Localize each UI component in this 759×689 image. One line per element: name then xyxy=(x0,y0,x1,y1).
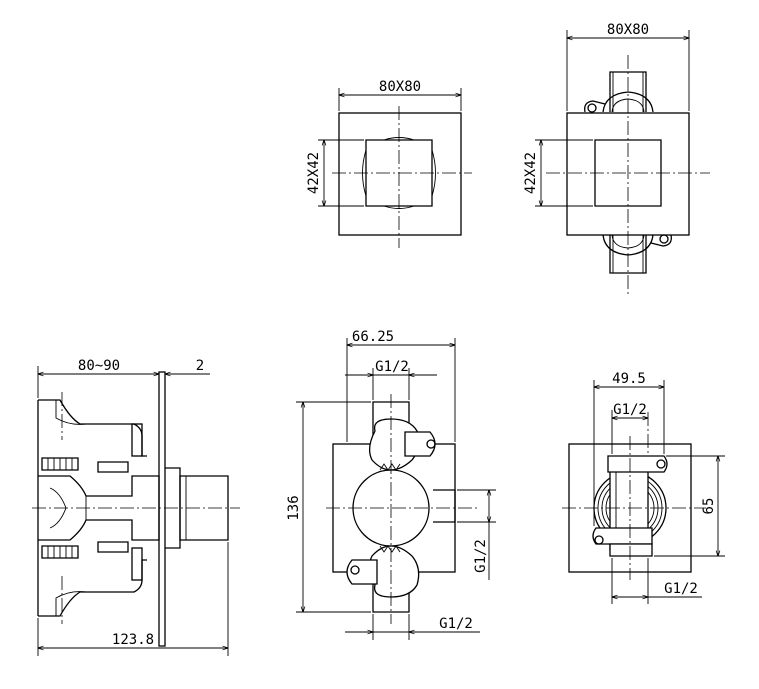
upper-fitting-thread xyxy=(47,458,73,470)
knob-shadow-bottom xyxy=(383,205,415,209)
mount-hole xyxy=(594,535,604,545)
port-top-label: G1/2 xyxy=(375,359,409,375)
dim-total-label: 123.8 xyxy=(112,632,154,648)
valve-body-lower xyxy=(38,559,147,617)
thread-lower xyxy=(379,545,401,553)
thread-upper xyxy=(379,463,401,471)
dim-width-label: 80X80 xyxy=(607,22,649,38)
dim-height-label: 136 xyxy=(286,495,302,520)
top-right-view: 80X80 42X42 xyxy=(523,22,710,295)
lower-port xyxy=(55,591,87,616)
port-bottom-label: G1/2 xyxy=(439,616,473,632)
dim-height-label: 42X42 xyxy=(306,152,322,194)
port-bottom-label: G1/2 xyxy=(664,581,698,597)
mount-hole xyxy=(656,459,666,469)
dim-width-label: 66.25 xyxy=(352,329,394,345)
valve-body-upper xyxy=(38,399,147,457)
mount-hole xyxy=(426,439,436,449)
side-port xyxy=(433,489,456,523)
front-view: 66.25 G1/2 136 G1/2 G1/2 xyxy=(286,329,496,640)
dim-plate-label: 2 xyxy=(196,358,204,374)
upper-fitting-2 xyxy=(97,461,129,473)
upper-lug xyxy=(404,431,436,457)
port-side-label: G1/2 xyxy=(473,539,489,573)
lower-fitting-2 xyxy=(97,541,129,553)
rear-view: 49.5 G1/2 65 G1/2 xyxy=(562,371,725,604)
dim-width-label: 49.5 xyxy=(612,371,646,387)
upper-port xyxy=(55,400,87,425)
dim-height-label: 65 xyxy=(701,498,717,515)
valve-top-body xyxy=(602,91,654,113)
dim-depth-label: 80~90 xyxy=(78,358,120,374)
mount-hole xyxy=(350,565,360,575)
mount-lug xyxy=(650,234,672,247)
upper-nut xyxy=(131,423,143,457)
lower-nut xyxy=(131,547,143,581)
lower-fitting-thread xyxy=(47,546,73,558)
dim-width-label: 80X80 xyxy=(379,79,421,95)
lower-clamp xyxy=(592,527,653,545)
dim-height-label: 42X42 xyxy=(523,152,539,194)
mount-hole xyxy=(659,234,669,244)
square-knob xyxy=(594,139,662,207)
square-knob xyxy=(365,139,433,207)
valve-bottom-stem xyxy=(609,235,647,274)
lower-nut xyxy=(609,543,653,557)
mount-hole xyxy=(587,103,597,113)
mount-lug xyxy=(584,100,606,113)
cover-plate xyxy=(338,112,462,236)
side-view: 80~90 2 123.8 xyxy=(32,358,240,656)
top-middle-view: 80X80 42X42 xyxy=(306,79,472,248)
knob xyxy=(179,475,229,541)
port-top-label: G1/2 xyxy=(613,402,647,418)
knob-shadow-right xyxy=(431,149,436,197)
wall-plate xyxy=(158,371,166,647)
upper-clamp xyxy=(607,455,668,473)
